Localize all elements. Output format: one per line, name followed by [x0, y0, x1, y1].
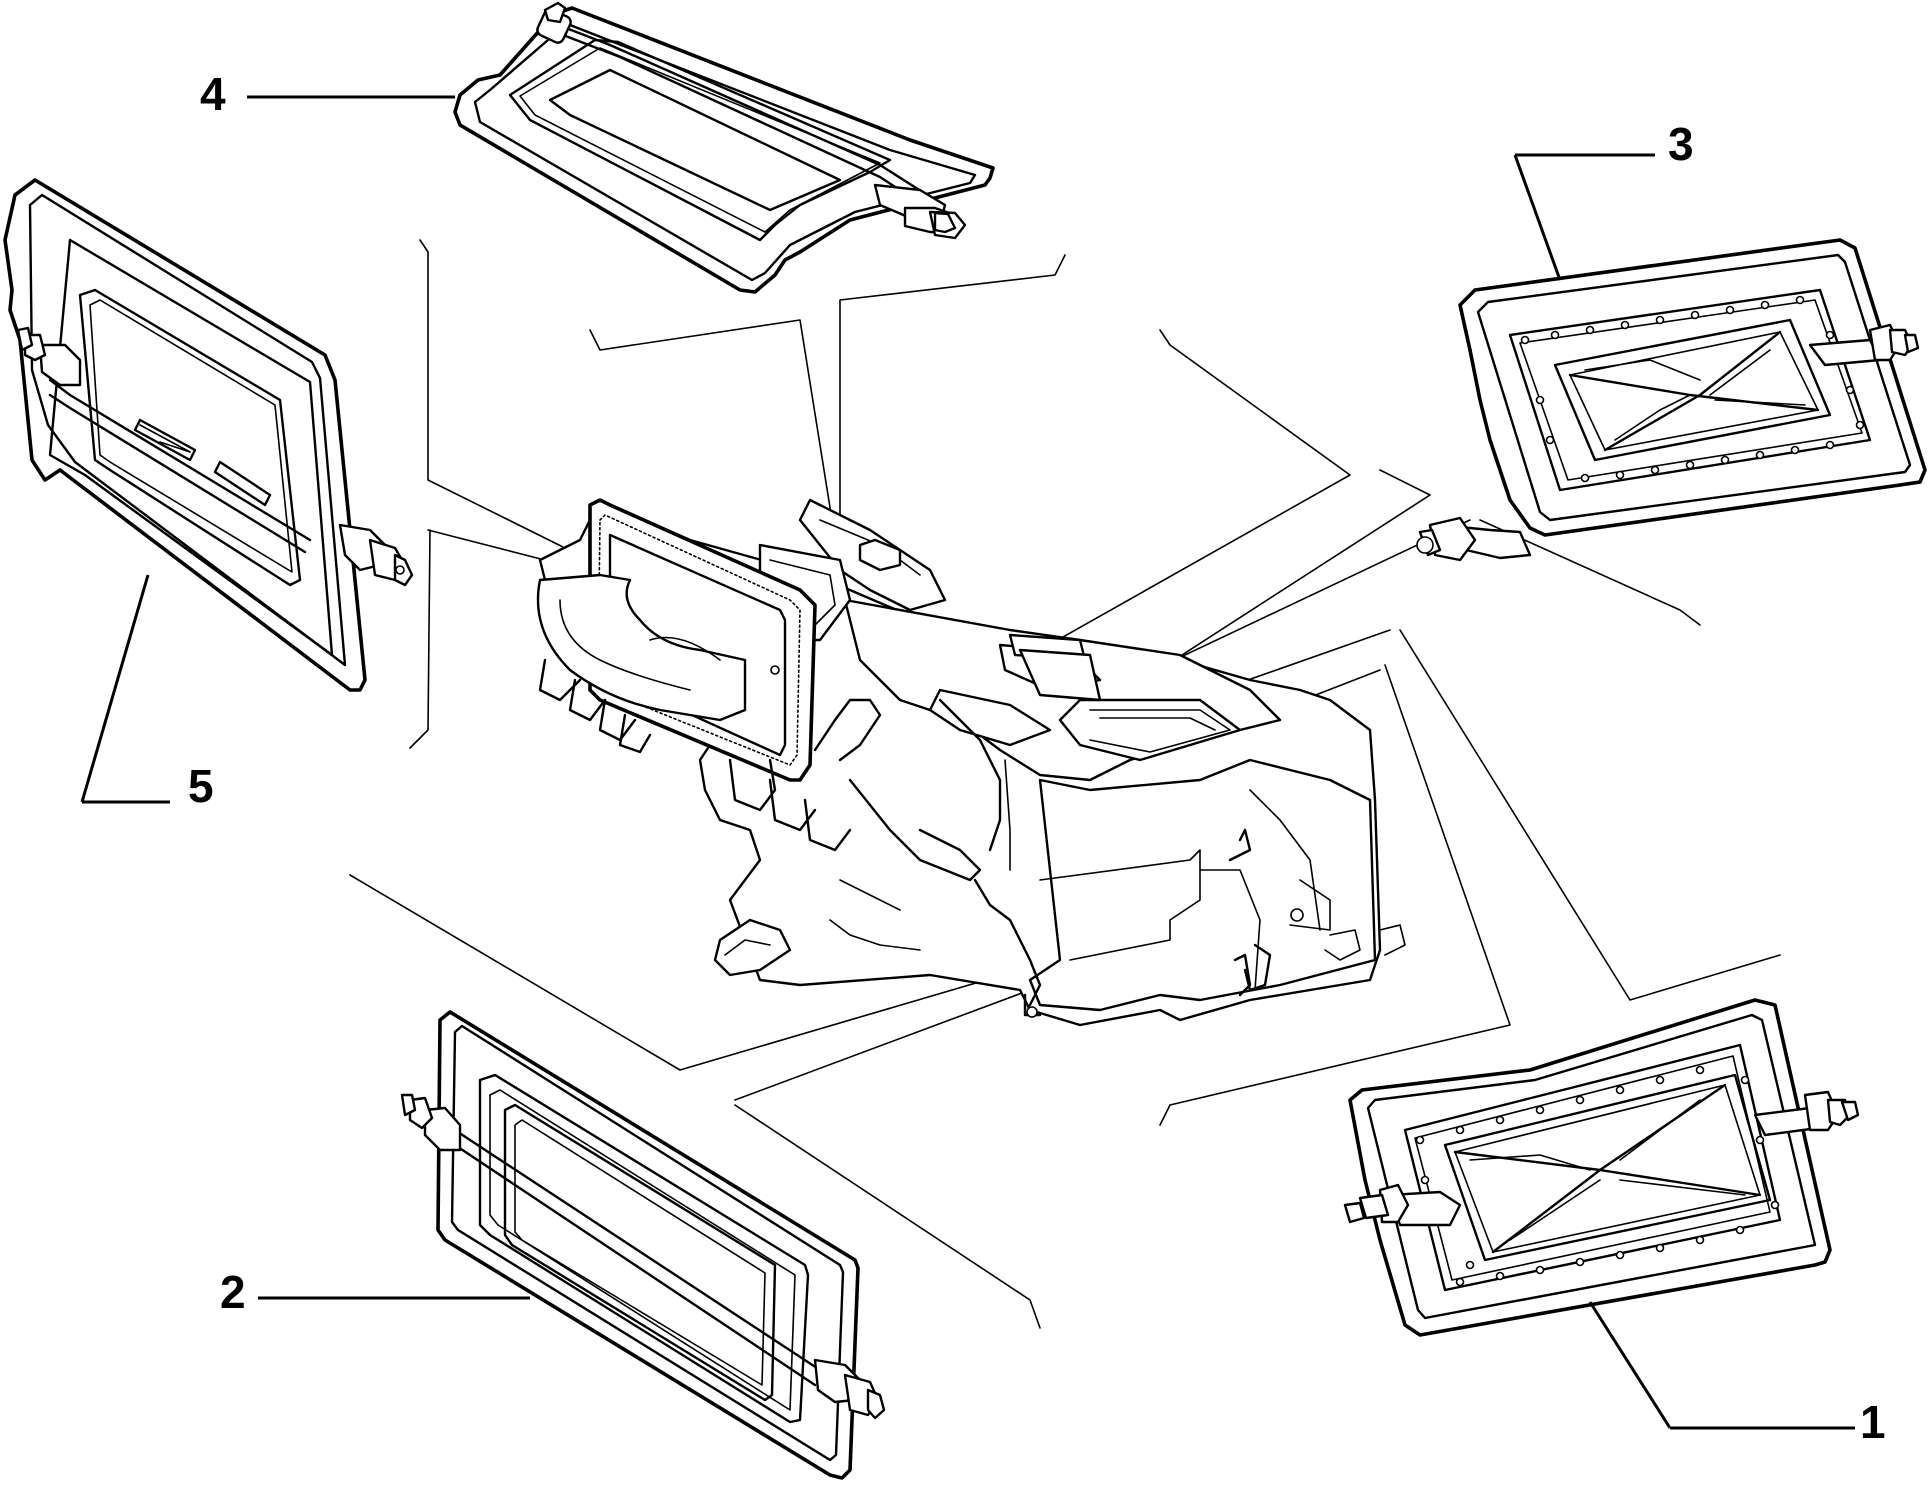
callout-2-label: 2	[220, 1266, 246, 1318]
flap-2	[400, 1010, 886, 1480]
flap-4	[453, 1, 995, 294]
heater-housing	[536, 498, 1406, 1027]
callout-4-label: 4	[200, 68, 226, 120]
callout-1-label: 1	[1860, 1396, 1886, 1448]
flap-3	[1416, 238, 1927, 562]
callout-5-label: 5	[188, 760, 214, 812]
flap-5	[3, 178, 414, 692]
flap-1	[1343, 998, 1860, 1337]
callout-3-label: 3	[1668, 118, 1694, 170]
callouts: 4 3 5 2 1	[80, 68, 1886, 1448]
